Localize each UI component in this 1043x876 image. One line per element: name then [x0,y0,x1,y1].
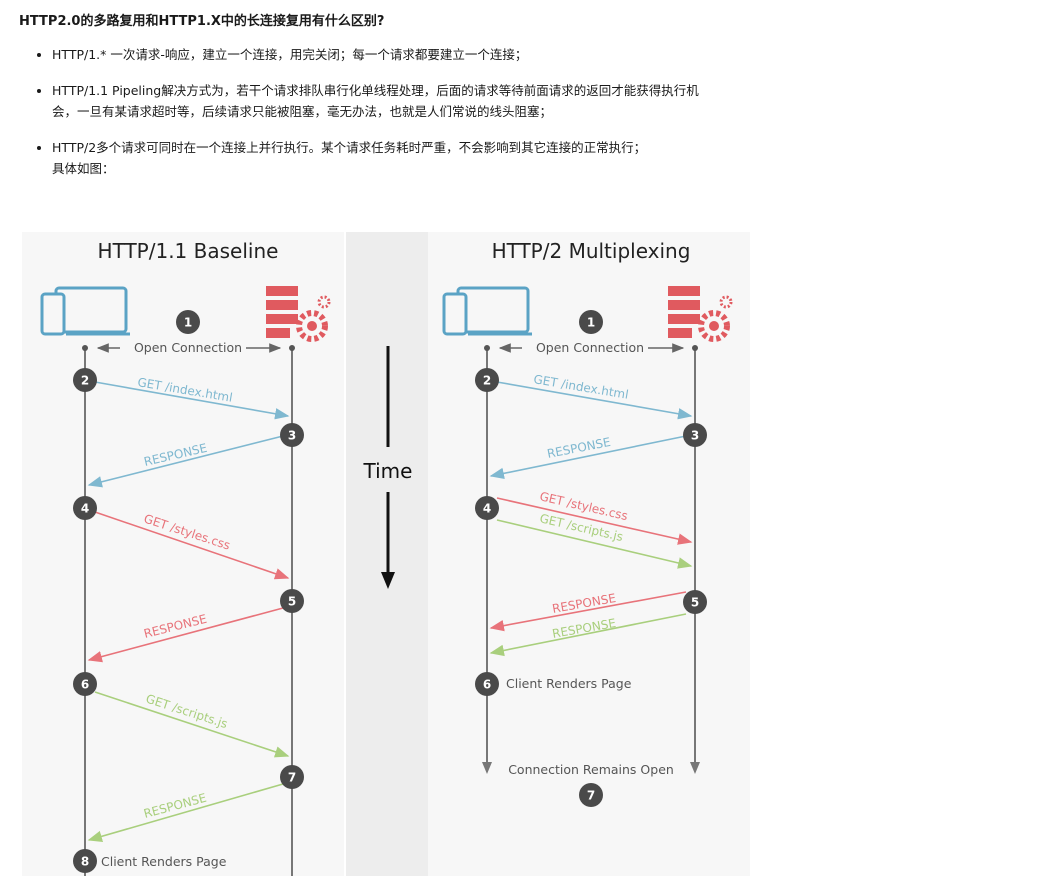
message-arrow [489,613,687,657]
http-comparison-diagram: HTTP/1.1 Baseline HTTP/2 Multiplexing [22,232,750,876]
svg-text:5: 5 [691,596,699,610]
step-badge: 2 [73,368,97,392]
step-badge: 8 [73,849,97,873]
client-device-icon [442,286,532,336]
message-arrow [87,435,284,488]
lifeline-dot [692,345,698,351]
left-diagram-title: HTTP/1.1 Baseline [98,239,279,263]
message-arrow [94,691,290,758]
message-arrow [94,381,290,420]
message-arrow [496,381,693,420]
client-device-icon [40,286,130,336]
lifeline-dot [82,345,88,351]
notes-list: HTTP/1.* 一次请求-响应，建立一个连接，用完关闭；每一个请求都要建立一个… [32,44,792,179]
message-arrow [496,519,693,569]
step-badge: 2 [475,368,499,392]
note-line: 具体如图： [52,161,115,176]
step-badge: 6 [73,672,97,696]
step-badge: 3 [280,423,304,447]
svg-text:4: 4 [483,502,491,516]
step-badge: 4 [475,496,499,520]
lifeline-end-arrow [482,762,492,774]
note-line: HTTP/2多个请求可同时在一个连接上并行执行。某个请求任务耗时严重，不会影响到… [52,140,647,155]
open-connection-label: Open Connection [134,340,242,355]
step-badge: 5 [683,590,707,614]
question-heading: HTTP2.0的多路复用和HTTP1.X中的长连接复用有什么区别? [19,14,385,29]
lifeline-end-arrow [690,762,700,774]
svg-text:7: 7 [288,771,296,785]
note-item: HTTP/2多个请求可同时在一个连接上并行执行。某个请求任务耗时严重，不会影响到… [52,137,792,179]
svg-text:6: 6 [483,678,491,692]
note-item: HTTP/1.1 Pipeling解决方式为，若干个请求排队串行化单线程处理，后… [52,80,792,122]
svg-text:7: 7 [587,789,595,803]
connection-remains-open-label: Connection Remains Open [508,762,674,777]
note-line: HTTP/1.1 Pipeling解决方式为，若干个请求排队串行化单线程处理，后… [52,83,699,98]
lifeline-dot [289,345,295,351]
open-connection-label: Open Connection [536,340,644,355]
step-badge: 3 [683,423,707,447]
svg-text:4: 4 [81,502,89,516]
svg-text:8: 8 [81,855,89,869]
svg-text:2: 2 [81,374,89,388]
time-arrowhead [381,572,395,589]
step-badge: 6 [475,672,499,696]
step-badge: 7 [280,765,304,789]
svg-text:3: 3 [691,429,699,443]
message-arrow [94,511,290,580]
note-line: HTTP/1.* 一次请求-响应，建立一个连接，用完关闭；每一个请求都要建立一个… [52,47,528,62]
step-badge: 7 [579,783,603,807]
svg-text:1: 1 [587,316,595,330]
server-gear-icon [266,286,331,342]
svg-text:5: 5 [288,595,296,609]
step-badge: 5 [280,589,304,613]
svg-text:2: 2 [483,374,491,388]
lifeline-dot [484,345,490,351]
svg-text:3: 3 [288,429,296,443]
step-badge: 1 [579,310,603,334]
svg-text:1: 1 [184,316,192,330]
message-arrow [87,607,284,663]
step-badge: 1 [176,310,200,334]
message-arrow [496,497,693,545]
note-item: HTTP/1.* 一次请求-响应，建立一个连接，用完关闭；每一个请求都要建立一个… [52,44,792,65]
step-badge: 4 [73,496,97,520]
right-diagram-title: HTTP/2 Multiplexing [492,239,691,263]
note-line: 会，一旦有某请求超时等，后续请求只能被阻塞，毫无办法，也就是人们常说的线头阻塞； [52,104,553,119]
message-arrow [87,783,284,842]
client-renders-label: Client Renders Page [506,676,632,691]
client-renders-label: Client Renders Page [101,854,227,869]
message-arrow [489,591,687,632]
svg-text:6: 6 [81,678,89,692]
time-label: Time [363,459,413,483]
message-arrow [489,435,687,480]
server-gear-icon [668,286,733,342]
